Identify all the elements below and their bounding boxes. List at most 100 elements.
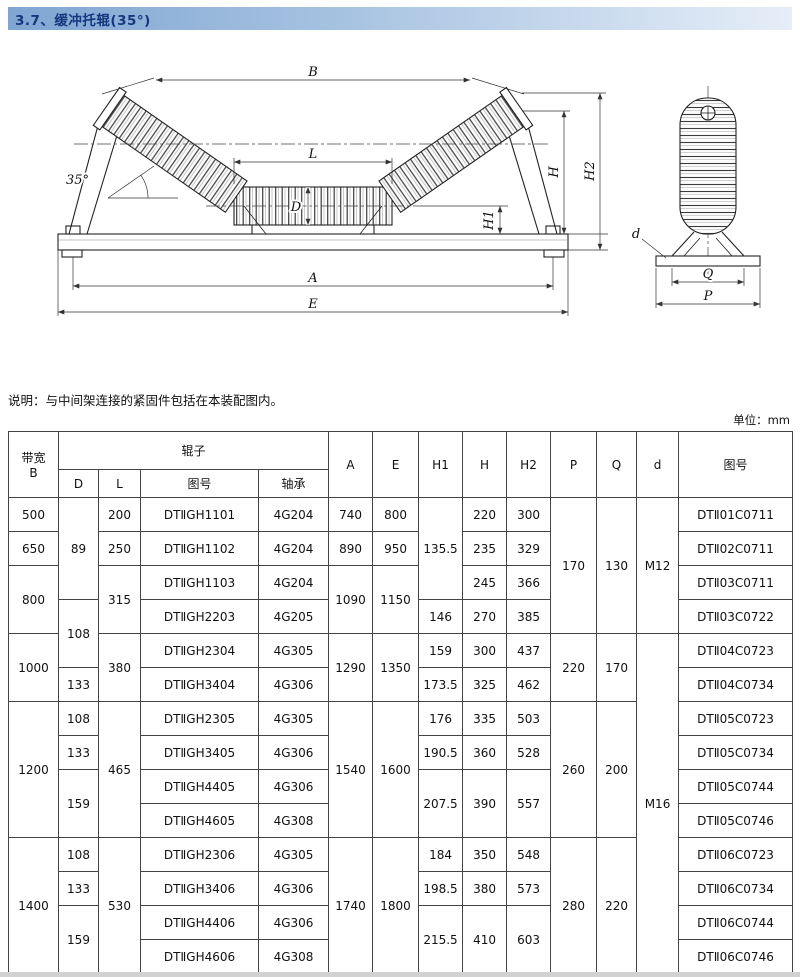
table-cell: DTⅡGH3406 [140, 871, 259, 906]
table-cell: 1000 [8, 633, 59, 702]
col-header-P: P [550, 431, 598, 498]
table-cell: DTⅡ04C0723 [678, 633, 794, 668]
table-cell: 4G306 [257, 769, 330, 804]
table-cell: 557 [506, 769, 552, 838]
angle-label: 35° [66, 173, 89, 188]
end-bracket-right [525, 117, 558, 235]
table-cell: 465 [98, 701, 141, 838]
table-cell: 4G204 [257, 565, 330, 600]
table-cell: 133 [58, 871, 99, 906]
table-cell: 4G204 [257, 497, 330, 532]
stand-leg-left [671, 231, 695, 257]
table-cell: DTⅡ06C0734 [678, 871, 794, 906]
table-cell: 390 [462, 769, 508, 838]
col-header-H1: H1 [418, 431, 464, 498]
table-cell: 235 [462, 531, 508, 566]
table-cell: 740 [328, 497, 374, 532]
table-cell: 133 [58, 667, 99, 702]
table-cell: 1600 [372, 701, 420, 838]
table-cell: 184 [418, 837, 464, 872]
table-cell: DTⅡGH2203 [140, 599, 259, 634]
dim-label-P: P [703, 289, 713, 304]
col-header-bearing: 轴承 [257, 469, 330, 498]
foot-left [61, 249, 83, 258]
table-cell: DTⅡGH3405 [140, 735, 259, 770]
dim-label-d: d [632, 227, 640, 242]
side-view [655, 86, 761, 274]
front-dim-labels: B L D 35° A E H1 H H2 [64, 63, 600, 314]
stand-base [655, 255, 761, 267]
table-cell: DTⅡGH4605 [140, 803, 259, 838]
table-cell: 300 [462, 633, 508, 668]
stand-leg-right [721, 231, 745, 257]
table-cell: DTⅡGH2305 [140, 701, 259, 736]
table-cell: 366 [506, 565, 552, 600]
table-cell: 410 [462, 905, 508, 974]
base-channel [57, 233, 569, 251]
table-cell: DTⅡ01C0711 [678, 497, 794, 532]
section-title: 3.7、缓冲托辊(35°) [15, 12, 151, 29]
foot-right [543, 249, 565, 258]
table-cell: 528 [506, 735, 552, 770]
table-cell: 4G204 [257, 531, 330, 566]
col-header-bandwidth-zh: 带宽 [21, 451, 46, 465]
table-cell: 890 [328, 531, 374, 566]
col-header-roller-drawing-no: 图号 [140, 469, 259, 498]
table-cell: 170 [550, 497, 598, 634]
table-cell: 437 [506, 633, 552, 668]
table-cell: 380 [462, 871, 508, 906]
table-cell: 4G308 [257, 803, 330, 838]
table-cell: 108 [58, 837, 99, 872]
table-cell: 250 [98, 531, 141, 566]
table-cell: 108 [58, 599, 99, 668]
table-cell: 4G305 [257, 633, 330, 668]
table-cell: 385 [506, 599, 552, 634]
front-dimensions [57, 77, 608, 316]
table-cell: 190.5 [418, 735, 464, 770]
table-cell: 1150 [372, 565, 420, 634]
col-header-H2: H2 [506, 431, 552, 498]
table-cell: 603 [506, 905, 552, 974]
table-cell: 4G305 [257, 837, 330, 872]
side-dimensions [641, 238, 761, 308]
table-cell: 360 [462, 735, 508, 770]
table-cell: DTⅡGH1103 [140, 565, 259, 600]
table-cell: DTⅡGH2306 [140, 837, 259, 872]
table-cell: 4G308 [257, 939, 330, 974]
table-cell: 146 [418, 599, 464, 634]
table-cell: 89 [58, 497, 99, 600]
table-cell: 1800 [372, 837, 420, 974]
table-cell: 220 [462, 497, 508, 532]
table-cell: 650 [8, 531, 59, 566]
table-cell: DTⅡGH3404 [140, 667, 259, 702]
table-cell: 220 [550, 633, 598, 702]
table-cell: 176 [418, 701, 464, 736]
table-cell: DTⅡGH4406 [140, 905, 259, 940]
table-cell: 300 [506, 497, 552, 532]
dim-label-H: H [547, 166, 562, 179]
table-cell: 280 [550, 837, 598, 974]
table-cell: 462 [506, 667, 552, 702]
page-bottom-rule [0, 972, 800, 977]
table-cell: 500 [8, 497, 59, 532]
end-bracket-left [68, 117, 101, 235]
dim-label-D: D [290, 200, 302, 215]
dim-label-H1: H1 [482, 210, 497, 231]
table-cell: 159 [58, 905, 99, 974]
technical-drawing: B L D 35° A E H1 H H2 [57, 63, 761, 316]
table-cell: 4G305 [257, 701, 330, 736]
table-cell: 220 [596, 837, 638, 974]
dim-label-E: E [307, 297, 318, 312]
table-cell: 198.5 [418, 871, 464, 906]
bolt-boss-left [65, 225, 81, 235]
table-cell: 1090 [328, 565, 374, 634]
table-cell: 950 [372, 531, 420, 566]
